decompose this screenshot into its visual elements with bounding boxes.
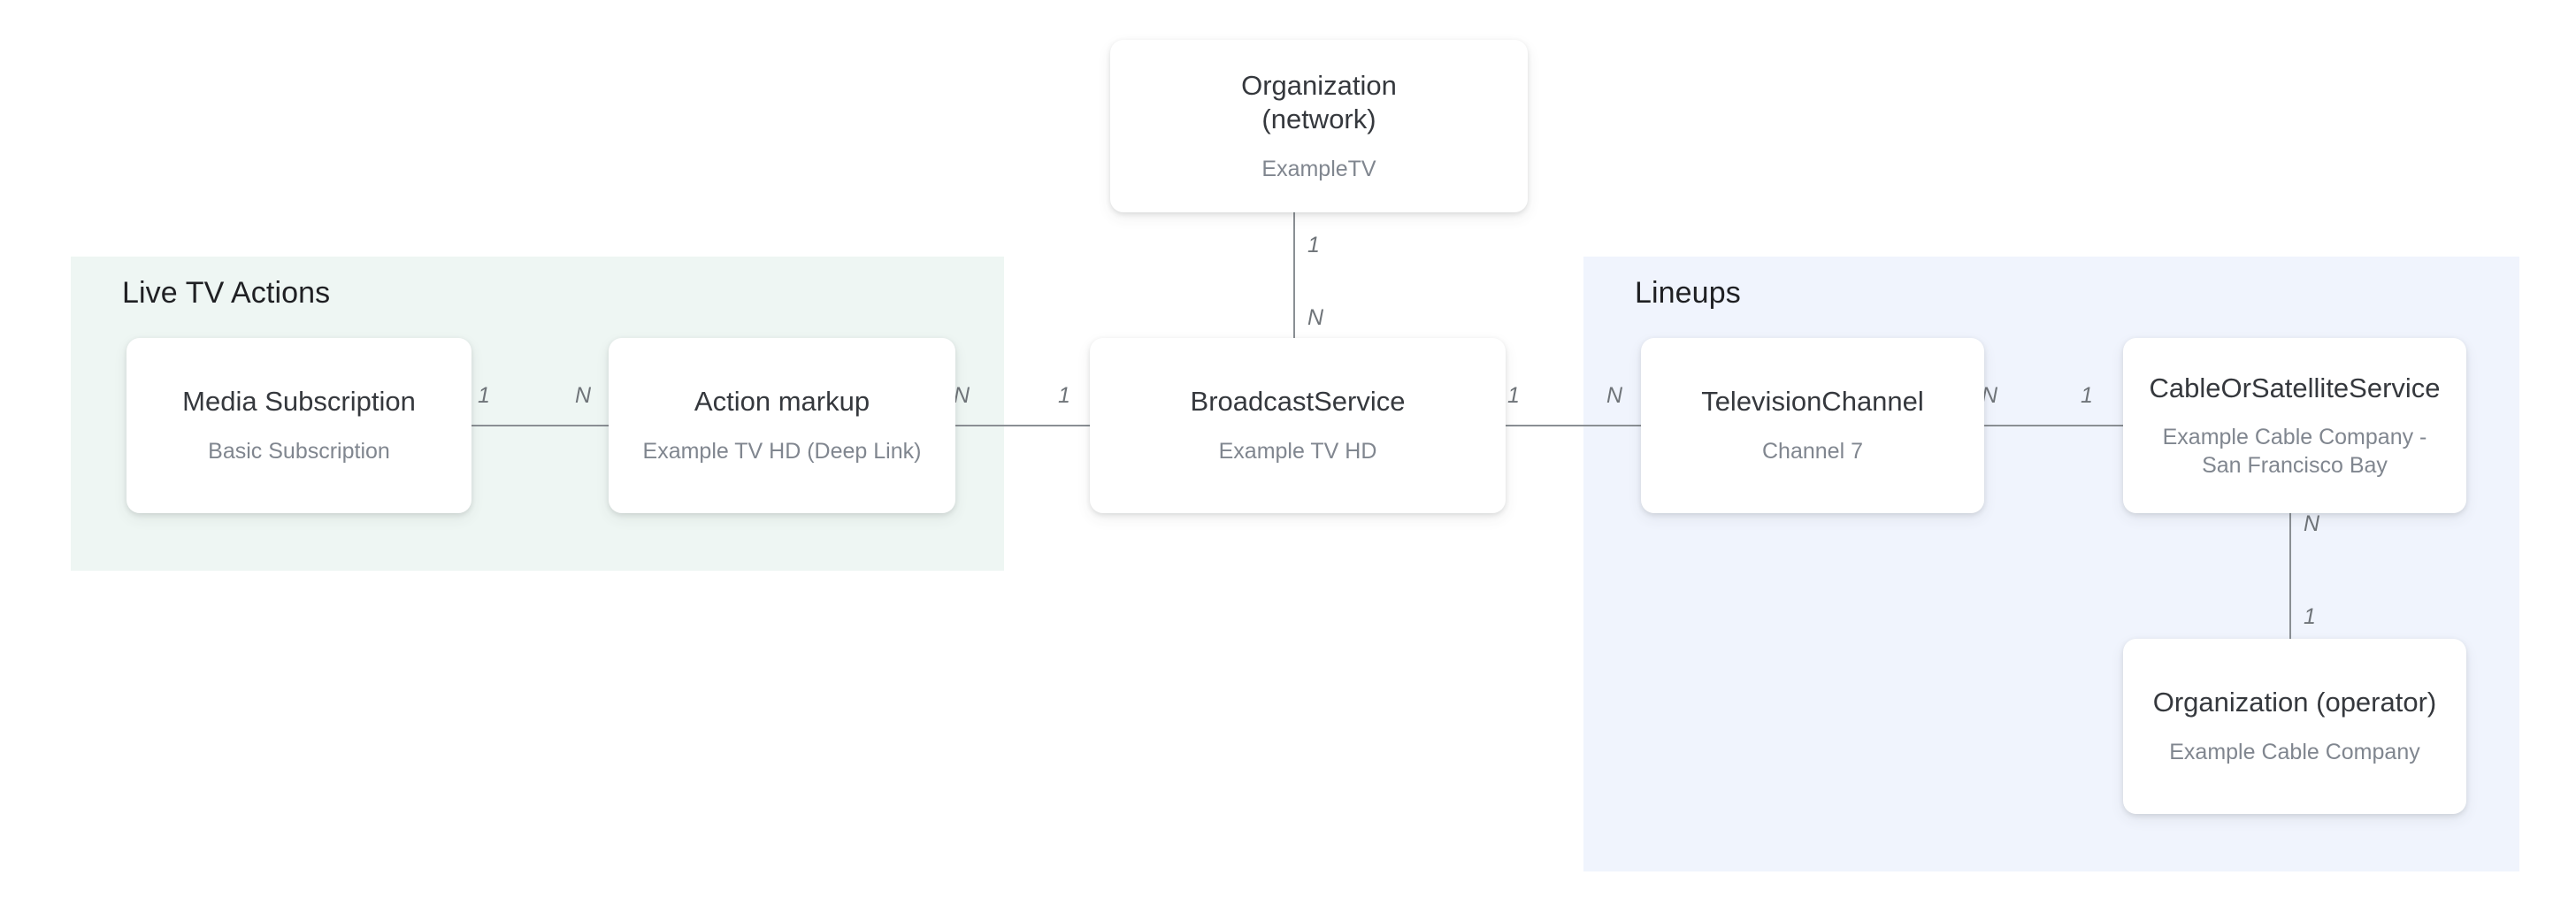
edge-cardinality-organization-operator-1: 1 — [2304, 604, 2316, 629]
edge-cardinality-organization-network-1: 1 — [1307, 233, 1320, 257]
edge-cardinality-television-channel-n-right: N — [1982, 383, 1998, 408]
edge-action-markup-to-broadcast-service — [938, 425, 1132, 426]
node-organization-network[interactable]: Organization (network) ExampleTV — [1110, 40, 1528, 212]
node-broadcast-service-subtitle: Example TV HD — [1218, 439, 1377, 465]
node-action-markup-title: Action markup — [694, 386, 870, 418]
node-media-subscription[interactable]: Media Subscription Basic Subscription — [126, 338, 472, 513]
group-lineups-title: Lineups — [1635, 276, 1741, 310]
node-organization-network-title: Organization (network) — [1241, 69, 1397, 134]
node-broadcast-service-title: BroadcastService — [1190, 386, 1406, 418]
group-live-tv-actions-title: Live TV Actions — [122, 276, 331, 310]
node-media-subscription-subtitle: Basic Subscription — [208, 439, 390, 465]
edge-television-channel-to-cable-or-satellite-service — [1964, 425, 2132, 426]
node-organization-operator-subtitle: Example Cable Company — [2169, 740, 2420, 765]
node-action-markup-subtitle: Example TV HD (Deep Link) — [642, 439, 922, 465]
edge-cardinality-broadcast-service-1-left: 1 — [1058, 383, 1070, 408]
node-cable-or-satellite-service[interactable]: CableOrSatelliteService Example Cable Co… — [2123, 338, 2466, 513]
edge-cardinality-cable-or-satellite-service-1: 1 — [2081, 383, 2093, 408]
edge-cardinality-television-channel-n-left: N — [1606, 383, 1623, 408]
edge-media-subscription-to-action-markup — [460, 425, 610, 426]
node-media-subscription-title: Media Subscription — [182, 386, 416, 418]
edge-cardinality-broadcast-service-1-right: 1 — [1507, 383, 1520, 408]
edge-cable-or-satellite-service-to-organization-operator — [2289, 511, 2291, 640]
edge-cardinality-action-markup-n-left: N — [575, 383, 592, 408]
node-cable-or-satellite-service-subtitle: Example Cable Company - San Francisco Ba… — [2162, 425, 2427, 478]
node-television-channel-title: TelevisionChannel — [1701, 386, 1924, 418]
edge-cardinality-media-subscription-1: 1 — [478, 383, 490, 408]
edge-cardinality-action-markup-n-right: N — [954, 383, 970, 408]
node-organization-network-subtitle: ExampleTV — [1261, 156, 1376, 181]
node-action-markup[interactable]: Action markup Example TV HD (Deep Link) — [609, 338, 955, 513]
edge-cardinality-broadcast-service-n: N — [1307, 305, 1324, 330]
node-cable-or-satellite-service-title: CableOrSatelliteService — [2149, 372, 2441, 403]
node-television-channel[interactable]: TelevisionChannel Channel 7 — [1641, 338, 1984, 513]
edge-cardinality-cable-or-satellite-service-n: N — [2304, 511, 2320, 536]
node-television-channel-subtitle: Channel 7 — [1762, 439, 1863, 465]
node-organization-operator-title: Organization (operator) — [2152, 687, 2437, 718]
node-broadcast-service[interactable]: BroadcastService Example TV HD — [1090, 338, 1506, 513]
edge-broadcast-service-to-television-channel — [1486, 425, 1681, 426]
edge-organization-network-to-broadcast-service — [1293, 211, 1295, 340]
node-organization-operator[interactable]: Organization (operator) Example Cable Co… — [2123, 639, 2466, 814]
